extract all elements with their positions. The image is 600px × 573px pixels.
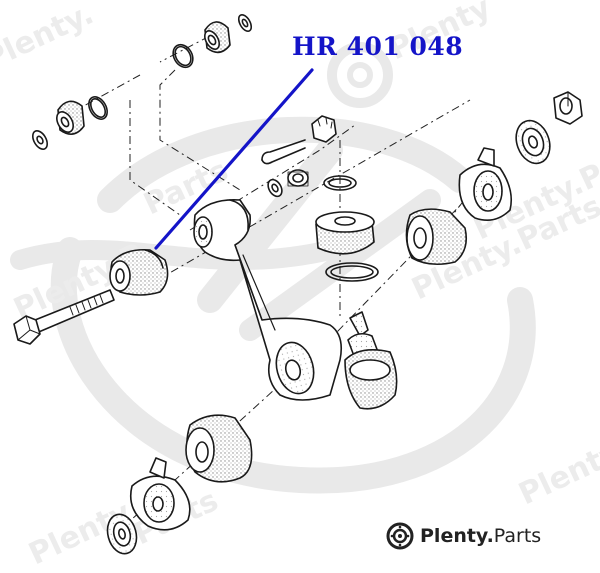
ball-joint xyxy=(344,311,398,410)
left-bushing-set xyxy=(31,96,108,150)
control-arm xyxy=(193,198,343,401)
cotter-pin xyxy=(261,139,306,165)
silent-block-bushing xyxy=(109,248,169,296)
retaining-ring-upper xyxy=(323,175,357,191)
retaining-ring-lower xyxy=(325,262,379,282)
brand-logo: Plenty.Parts xyxy=(386,522,541,550)
part-number-label: HR 401 048 xyxy=(292,32,464,61)
upper-bushing-set xyxy=(172,14,253,69)
parts-line-art xyxy=(13,14,583,555)
brand-name: Plenty.Parts xyxy=(420,525,541,547)
castle-nut xyxy=(311,115,337,143)
brand-dot: . xyxy=(486,525,494,547)
right-nut xyxy=(553,91,583,125)
brand-name-main: Plenty xyxy=(420,525,487,547)
lower-washer xyxy=(106,513,138,555)
watermark-logo xyxy=(10,42,536,494)
small-nut-washer xyxy=(267,169,309,198)
right-bracket-plate xyxy=(458,147,513,221)
long-bolt xyxy=(13,289,115,345)
brand-suffix: Parts xyxy=(493,525,542,547)
lower-bracket-plate xyxy=(129,457,191,531)
svg-text:Plenty: Plenty xyxy=(514,435,600,512)
right-washer xyxy=(515,119,551,165)
callout-leader-line xyxy=(154,68,314,250)
brake-disc-icon xyxy=(386,522,414,550)
svg-text:Plenty.: Plenty. xyxy=(0,0,99,77)
lower-bushing xyxy=(185,414,253,483)
right-bushing xyxy=(405,208,468,266)
rubber-mount xyxy=(315,211,375,255)
